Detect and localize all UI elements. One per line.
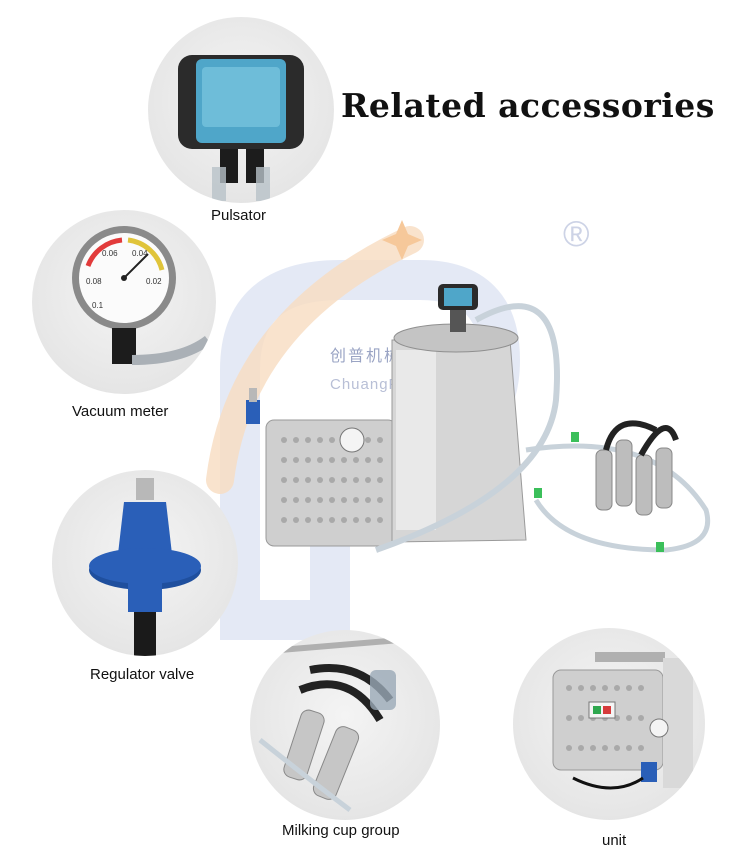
milking-cup-group-caption: Milking cup group	[282, 822, 400, 839]
regulator-valve-icon	[89, 478, 201, 656]
regulator-valve-caption: Regulator valve	[90, 666, 195, 683]
vacuum-meter-photo: 0.06 0.04 0.02 0.08 0.1	[32, 210, 216, 394]
gauge-tick-5: 0.1	[92, 301, 104, 310]
pump-unit-photo	[513, 628, 705, 820]
milking-cup-group-photo	[250, 630, 440, 820]
pulsator-caption: Pulsator	[211, 207, 267, 224]
gauge-tick-4: 0.08	[86, 277, 102, 286]
unit-caption: unit	[602, 832, 627, 849]
vacuum-meter-caption: Vacuum meter	[72, 403, 169, 420]
page-heading: Related accessories	[341, 86, 715, 125]
milking-cup-icon	[258, 637, 401, 812]
watermark-latin: ChuangPu	[330, 376, 409, 393]
gauge-tick-3: 0.02	[146, 277, 162, 286]
pump-unit-icon	[552, 652, 693, 790]
regulator-valve-photo	[52, 470, 238, 656]
gauge-tick-2: 0.04	[132, 249, 148, 258]
watermark-chinese: 创普机械	[330, 348, 403, 365]
milking-machine-main	[246, 284, 710, 553]
vacuum-gauge-icon: 0.06 0.04 0.02 0.08 0.1	[72, 226, 212, 365]
gauge-tick-1: 0.06	[102, 249, 118, 258]
registered-mark: ®	[563, 213, 590, 254]
pulsator-photo	[148, 17, 334, 203]
pulsator-icon	[178, 55, 304, 201]
